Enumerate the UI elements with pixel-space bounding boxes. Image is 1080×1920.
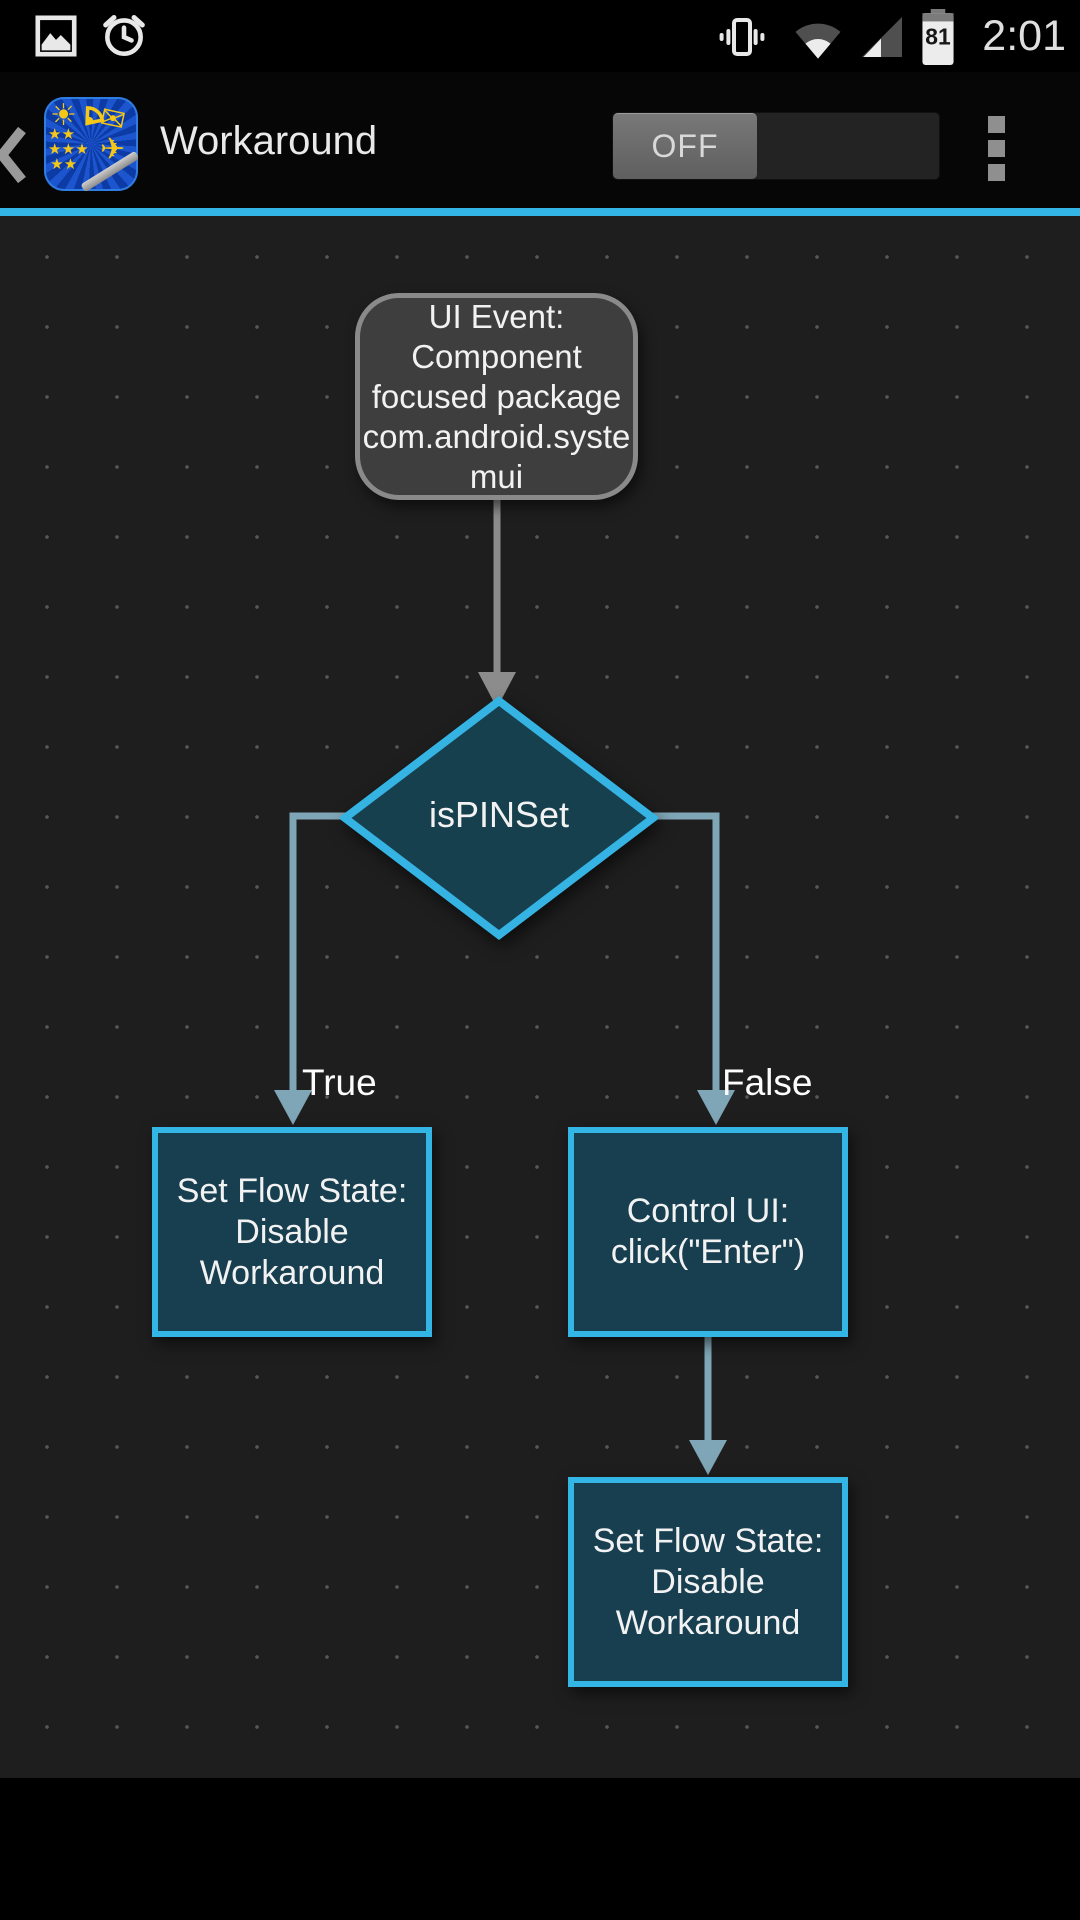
wifi-icon <box>795 23 841 59</box>
flow-enabled-switch[interactable]: OFF <box>612 112 940 180</box>
overflow-dot <box>988 164 1005 181</box>
node-ui-event[interactable]: UI Event: Component focused package com.… <box>355 293 638 500</box>
screenshot-notification-icon <box>35 15 77 57</box>
status-bar: 81 2:01 <box>0 0 1080 72</box>
switch-state-label: OFF <box>651 128 719 164</box>
node-set-flow-state-true[interactable]: Set Flow State: Disable Workaround <box>152 1127 432 1337</box>
flowchart-canvas[interactable]: UI Event: Component focused package com.… <box>0 216 1080 1778</box>
accent-divider <box>0 208 1080 216</box>
node-decision-label: isPINSet <box>428 794 570 835</box>
logo-sun-glyph: ☀ <box>50 99 77 132</box>
app-bar: ☀ ✉ ✈ ★ ★★ ★ ★ ★ ★ Workaround OFF <box>0 72 1080 210</box>
logo-stars-glyph: ★ ★★ ★ ★ ★ ★ <box>48 126 89 173</box>
back-chevron-icon[interactable] <box>0 124 28 186</box>
vibrate-icon <box>719 18 765 56</box>
edge-label-false: False <box>722 1062 813 1103</box>
app-logo-icon[interactable]: ☀ ✉ ✈ ★ ★★ ★ ★ ★ ★ <box>44 97 138 191</box>
switch-thumb[interactable]: OFF <box>613 113 757 179</box>
node-decision-shape[interactable] <box>340 696 658 940</box>
node-set-flow-state-final[interactable]: Set Flow State: Disable Workaround <box>568 1477 848 1687</box>
clock-time: 2:01 <box>982 12 1066 60</box>
edge-label-true: True <box>302 1062 377 1103</box>
battery-icon: 81 <box>922 9 954 65</box>
logo-wifi-glyph <box>85 106 105 126</box>
flow-title: Workaround <box>160 119 378 163</box>
navigation-bar <box>0 1778 1080 1920</box>
signal-strength-icon <box>862 17 902 57</box>
node-control-ui[interactable]: Control UI: click("Enter") <box>568 1127 848 1337</box>
overflow-dot <box>988 140 1005 157</box>
overflow-dot <box>988 116 1005 133</box>
flow-connectors <box>274 500 735 1475</box>
battery-percent: 81 <box>925 23 951 49</box>
overflow-menu-button[interactable] <box>988 116 1005 181</box>
alarm-clock-notification-icon <box>103 15 145 57</box>
